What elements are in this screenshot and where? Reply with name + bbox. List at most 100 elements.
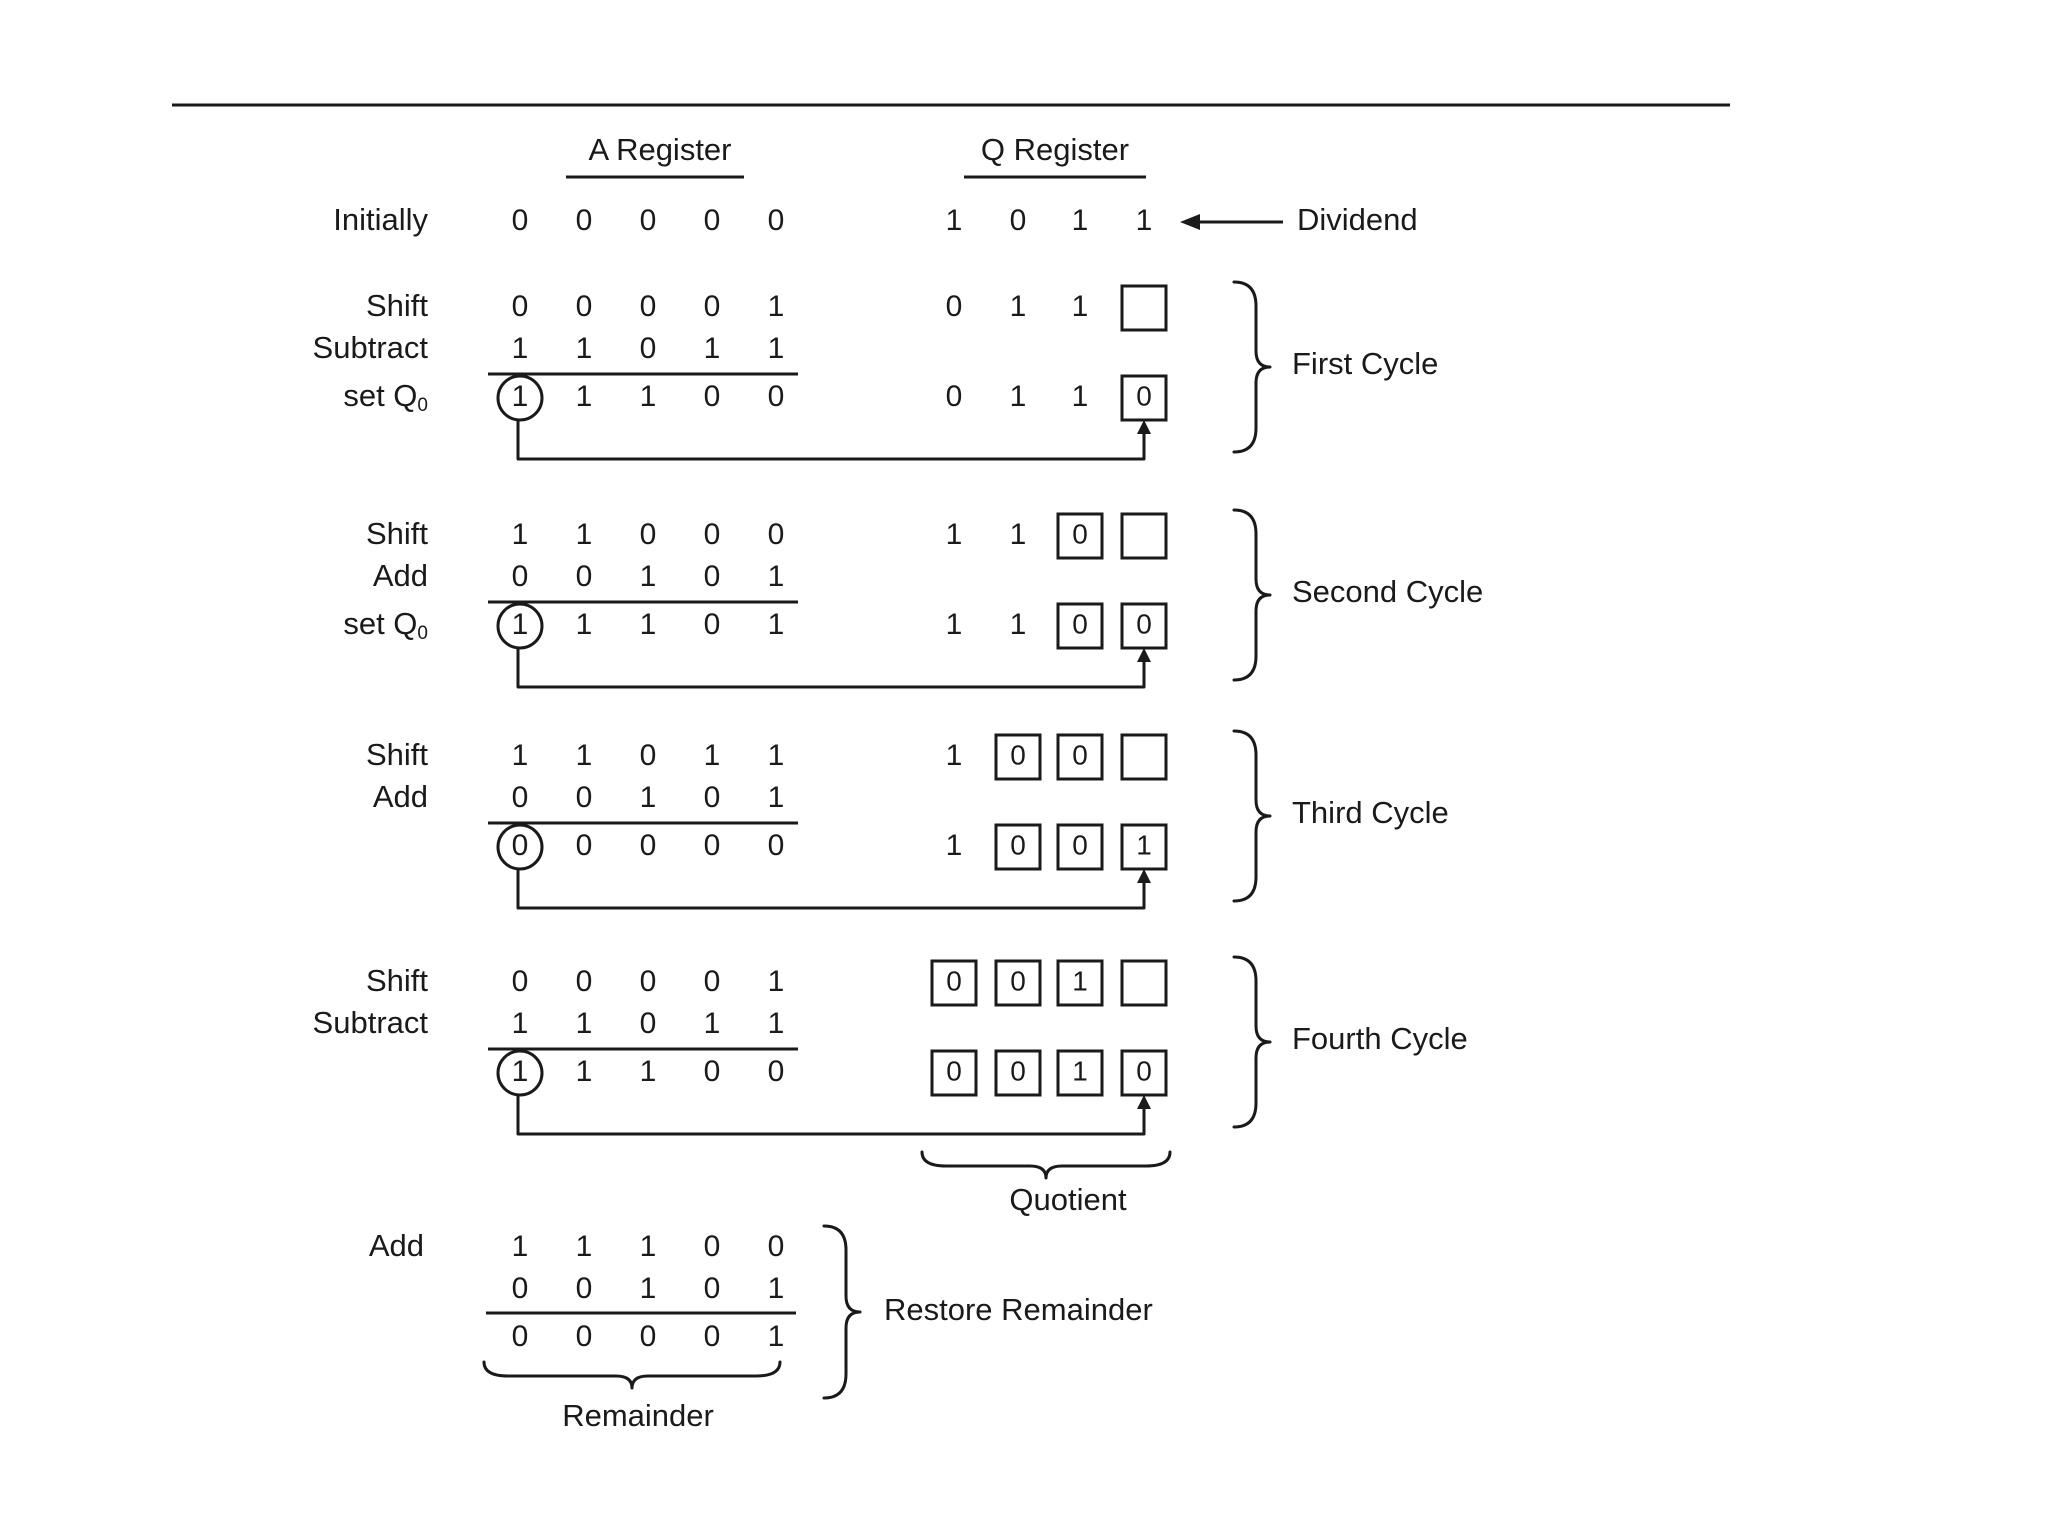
a-bit: 0 [512,204,529,237]
a-bit: 0 [704,1272,721,1305]
a-bit: 0 [576,965,593,998]
quotient-brace [920,1150,1172,1180]
remainder-brace [482,1360,782,1390]
a-bit: 1 [576,518,593,551]
q-bit: 0 [1010,965,1026,996]
a-bit: 1 [640,608,657,641]
q-bit: 0 [1072,739,1088,770]
a-bit: 0 [640,965,657,998]
dividend-label: Dividend [1297,202,1418,237]
q-bit: 0 [1072,518,1088,549]
a-bit: 1 [576,1230,593,1263]
q-bit: 1 [1072,1055,1088,1086]
q-bit-box [994,733,1042,781]
q-bit: 1 [946,204,963,237]
q-bit: 1 [1072,380,1089,413]
a-bit: 0 [512,560,529,593]
q-bit: 0 [1136,608,1152,639]
cycle-name: Second Cycle [1292,574,1483,609]
a-bit: 1 [640,380,657,413]
row-label: Shift [366,963,428,998]
a-bit: 1 [768,608,785,641]
cycle-brace [1232,729,1272,903]
a-bit: 0 [704,1230,721,1263]
q-bit: 1 [1072,965,1088,996]
a-bit: 0 [640,290,657,323]
a-bit: 0 [704,560,721,593]
q-bit-box [1120,512,1168,560]
q-bit-box [1120,733,1168,781]
row-label-add: Add [369,1228,424,1263]
a-bit: 0 [704,380,721,413]
a-bit: 1 [640,560,657,593]
q-bit-box [930,1049,978,1097]
restore-remainder-label: Restore Remainder [884,1292,1153,1327]
q-bit: 1 [946,608,963,641]
a-bit: 1 [512,608,529,641]
a-bit: 0 [768,204,785,237]
q-bit: 0 [1010,204,1027,237]
a-bit: 0 [704,290,721,323]
q-bit-box [1056,512,1104,560]
q-bit: 0 [946,380,963,413]
a-bit: 0 [512,781,529,814]
a-bit: 1 [576,332,593,365]
q-bit: 1 [1072,290,1089,323]
a-bit: 0 [768,1230,785,1263]
q-register-header: Q Register [981,132,1129,167]
a-bit: 1 [768,1272,785,1305]
a-bit: 1 [704,332,721,365]
feedback-arrowhead [1137,648,1151,662]
quotient-label: Quotient [1009,1182,1127,1217]
row-label: Add [373,558,428,593]
a-bit: 0 [704,518,721,551]
a-register-header: A Register [588,132,731,167]
q-bit: 0 [946,965,962,996]
q-bit: 0 [1136,380,1152,411]
a-bit: 1 [640,1230,657,1263]
row-label: Subtract [313,330,429,365]
q-bit-box [1056,823,1104,871]
a-bit: 1 [768,781,785,814]
a-bit: 1 [768,1007,785,1040]
a-bit: 0 [640,1007,657,1040]
carry-circle [496,374,544,422]
dividend-arrowhead [1180,214,1200,230]
a-bit: 1 [704,739,721,772]
a-bit: 0 [768,1055,785,1088]
a-bit: 0 [704,829,721,862]
row-label: Subtract [313,1005,429,1040]
remainder-label: Remainder [562,1398,714,1433]
q-bit: 1 [1010,290,1027,323]
row-label: set Q0 [343,606,428,644]
cycle-brace [1232,508,1272,682]
a-bit: 0 [704,965,721,998]
a-bit: 0 [640,1320,657,1353]
feedback-arrowhead [1137,1095,1151,1109]
row-label: Shift [366,288,428,323]
restore-brace [822,1224,862,1400]
q-bit: 1 [1010,380,1027,413]
q-bit-box [994,823,1042,871]
a-bit: 1 [576,380,593,413]
a-bit: 1 [512,518,529,551]
q-bit-box [1056,602,1104,650]
a-bit: 0 [768,829,785,862]
a-bit: 1 [768,290,785,323]
row-label: set Q0 [343,378,428,416]
cycle-name: Fourth Cycle [1292,1021,1468,1056]
a-bit: 1 [512,332,529,365]
a-bit: 0 [576,1272,593,1305]
a-bit: 0 [512,1320,529,1353]
a-bit: 1 [512,1055,529,1088]
row-label-subscript: 0 [417,623,428,644]
q-bit: 1 [1136,829,1152,860]
a-bit: 0 [704,781,721,814]
row-label-initially: Initially [333,202,428,237]
a-bit: 1 [576,608,593,641]
q-bit: 0 [1010,739,1026,770]
q-bit: 1 [946,518,963,551]
q-bit-box [1056,959,1104,1007]
q-bit-box [994,959,1042,1007]
cycle-brace [1232,955,1272,1129]
